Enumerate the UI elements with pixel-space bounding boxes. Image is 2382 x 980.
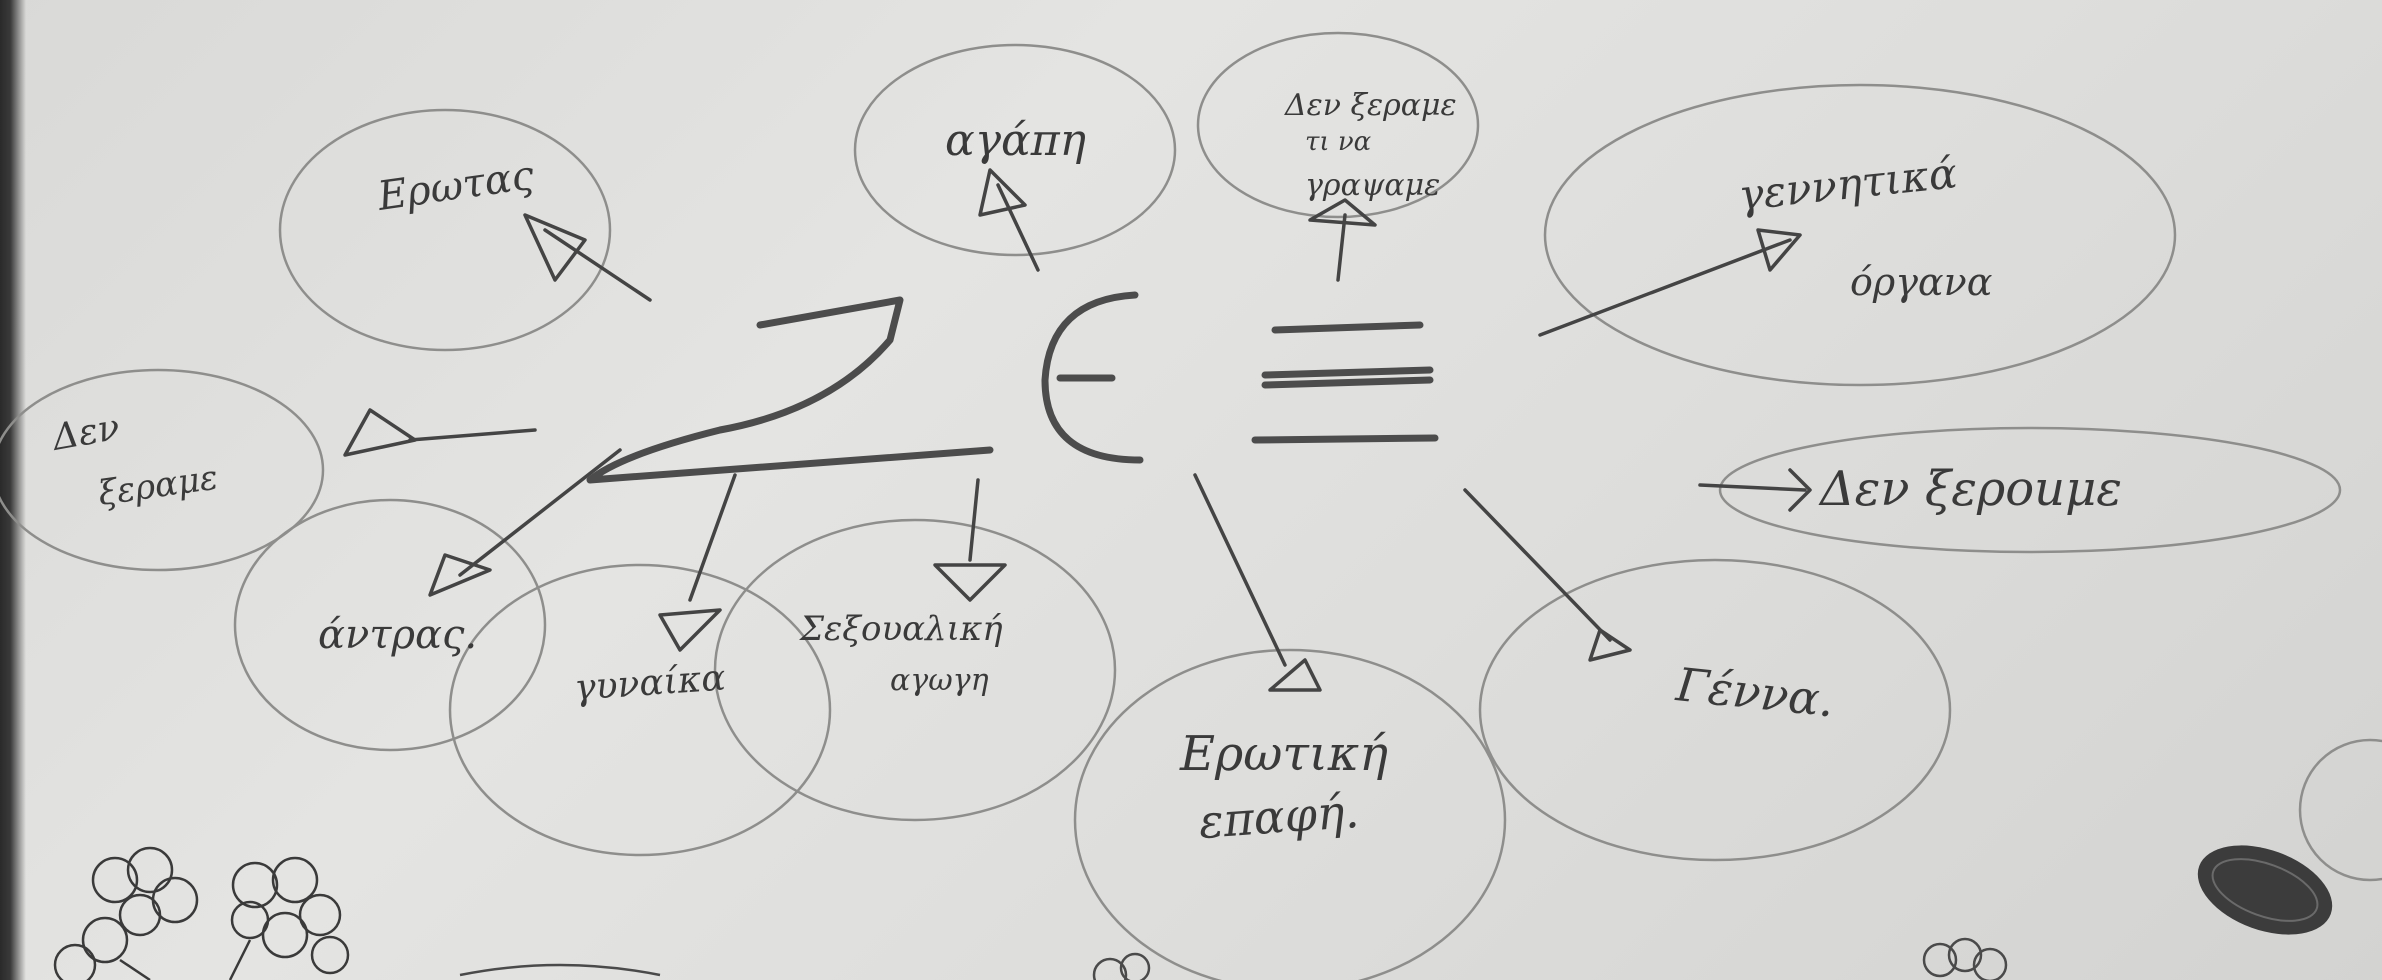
label-den-xerame-left-1: Δεν [47, 407, 122, 459]
label-erotas: Ερωτας [374, 152, 537, 220]
label-gynaika: γυναίκα [573, 658, 727, 709]
label-den-xerame-2: τι να [1305, 127, 1372, 157]
bubble-den-xerame-left [0, 368, 325, 572]
bubble-gynaika [448, 563, 832, 857]
arrow-den-xerame [1336, 213, 1347, 282]
bubble-den-xerame [1196, 31, 1480, 219]
bubble-erotiki [1073, 648, 1507, 980]
bubble-sex-agogi [713, 518, 1117, 822]
arrow-antras [458, 448, 622, 577]
arrow-erotas [543, 228, 652, 302]
label-genitika-2: όργανα [1850, 260, 1992, 304]
label-agapi: αγάπη [945, 115, 1086, 166]
label-erotiki-2: επαφή. [1197, 784, 1361, 849]
label-sex-agogi-2: αγωγη [890, 663, 989, 698]
label-genna: Γέννα. [1673, 657, 1837, 727]
bubble-agapi [853, 43, 1177, 257]
arrow-erotiki [1193, 473, 1287, 667]
flower-doodles-left [53, 846, 350, 980]
bubble-den-xeroume [1718, 426, 2342, 554]
arrow-den-xeroume [1698, 483, 1807, 492]
arrow-gynaika [688, 473, 737, 602]
label-den-xerame-1: Δεν ξεραμε [1284, 88, 1457, 123]
center-letters [586, 291, 1439, 484]
label-genitika-1: γεννητικά [1736, 148, 1959, 220]
table-edge [0, 0, 26, 980]
label-antras: άντρας. [318, 612, 477, 658]
bubble-genitika [1543, 83, 2177, 387]
arrow-genitika [1538, 238, 1792, 337]
arrow-genna [1463, 488, 1612, 642]
label-den-xerame-left-2: ξεραμε [96, 458, 221, 514]
arrows [343, 168, 1812, 692]
label-den-xeroume: Δεν ξεροuμε [1818, 461, 2122, 517]
label-den-xerame-3: γραψαμε [1305, 168, 1440, 203]
arrow-agapi [996, 183, 1040, 272]
arrow-den-xerame-left [408, 428, 537, 442]
bubble-partial-right [2298, 738, 2382, 882]
doodles-bottom [459, 937, 2008, 980]
label-erotiki-1: Ερωτική [1179, 726, 1388, 782]
bubble-genna [1478, 558, 1952, 862]
bubble-antras [233, 498, 547, 752]
bubble-erotas [278, 108, 612, 352]
label-sex-agogi-1: Σεξουαλική [798, 609, 1003, 649]
scribble-blob [2197, 845, 2333, 935]
arrow-sex-agogi [968, 478, 980, 562]
